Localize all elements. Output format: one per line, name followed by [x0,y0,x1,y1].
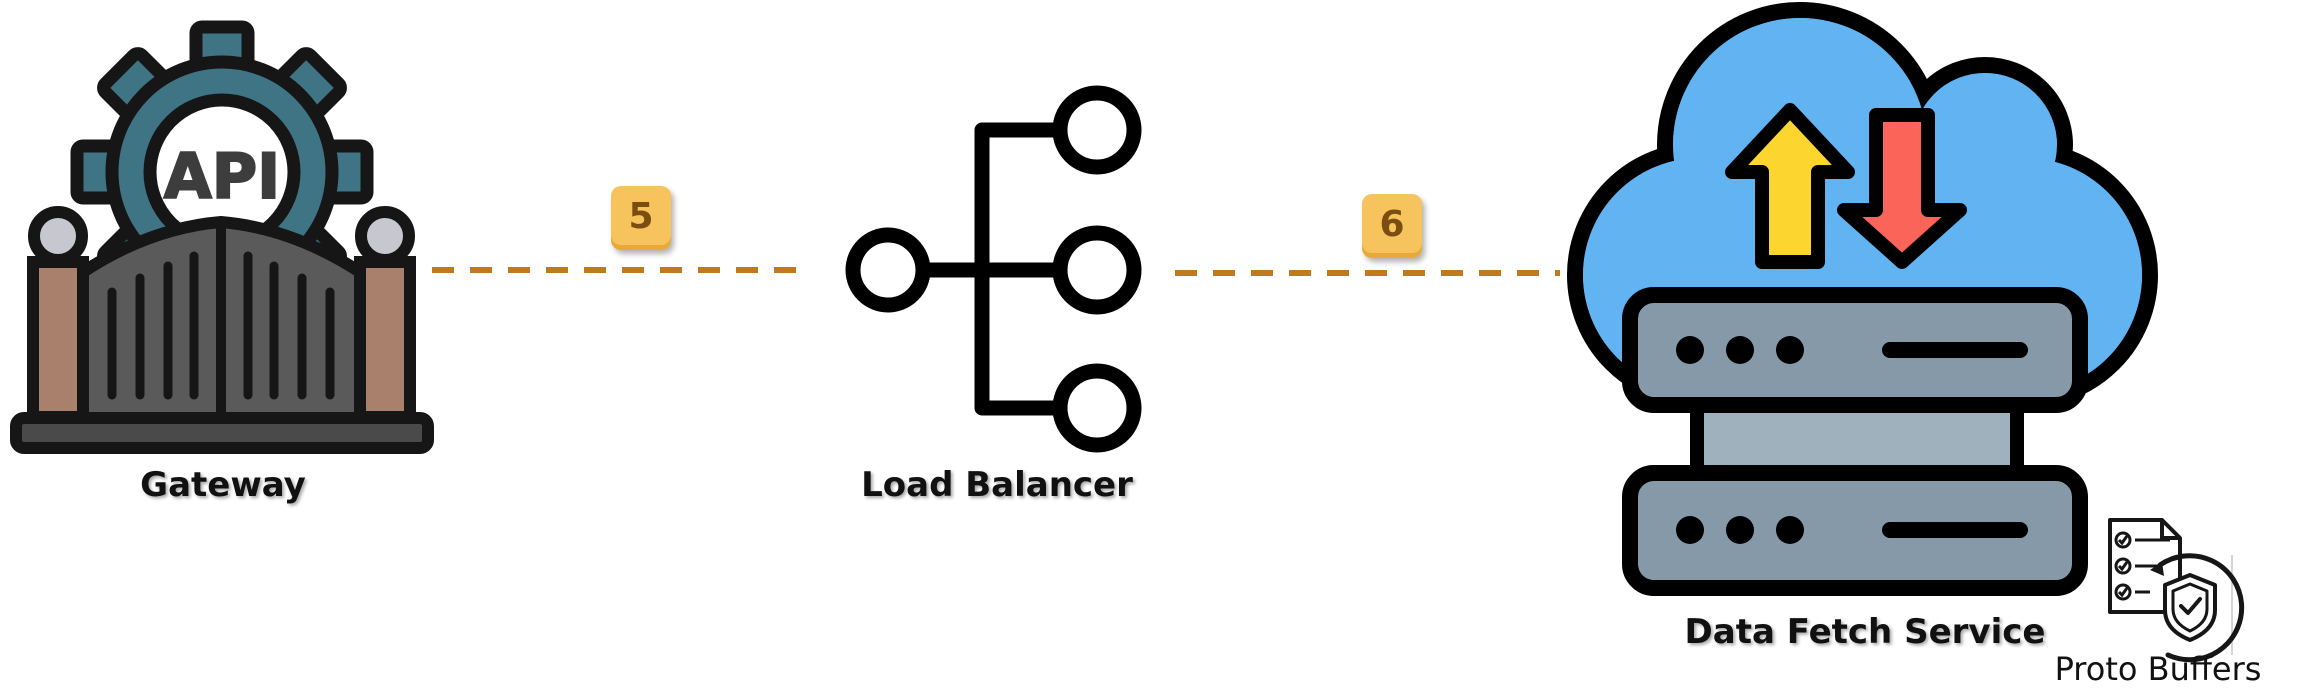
load-balancer-icon [845,85,1142,453]
arrow-up-icon [1725,103,1855,269]
arrow-down-icon [1837,108,1967,269]
api-gate-badge-text: API [164,140,281,213]
data-fetch-service-label: Data Fetch Service [1684,612,2046,652]
shield-document-icon [2105,518,2245,663]
step-badge-6: 6 [1362,194,1422,258]
cloud-server-icon [1567,2,2158,596]
step-badge-5: 5 [611,186,671,250]
api-gate-icon: API [10,20,434,454]
load-balancer-label: Load Balancer [861,465,1133,505]
gateway-label: Gateway [140,465,306,505]
proto-buffers-label: Proto Buffers [2054,650,2262,688]
